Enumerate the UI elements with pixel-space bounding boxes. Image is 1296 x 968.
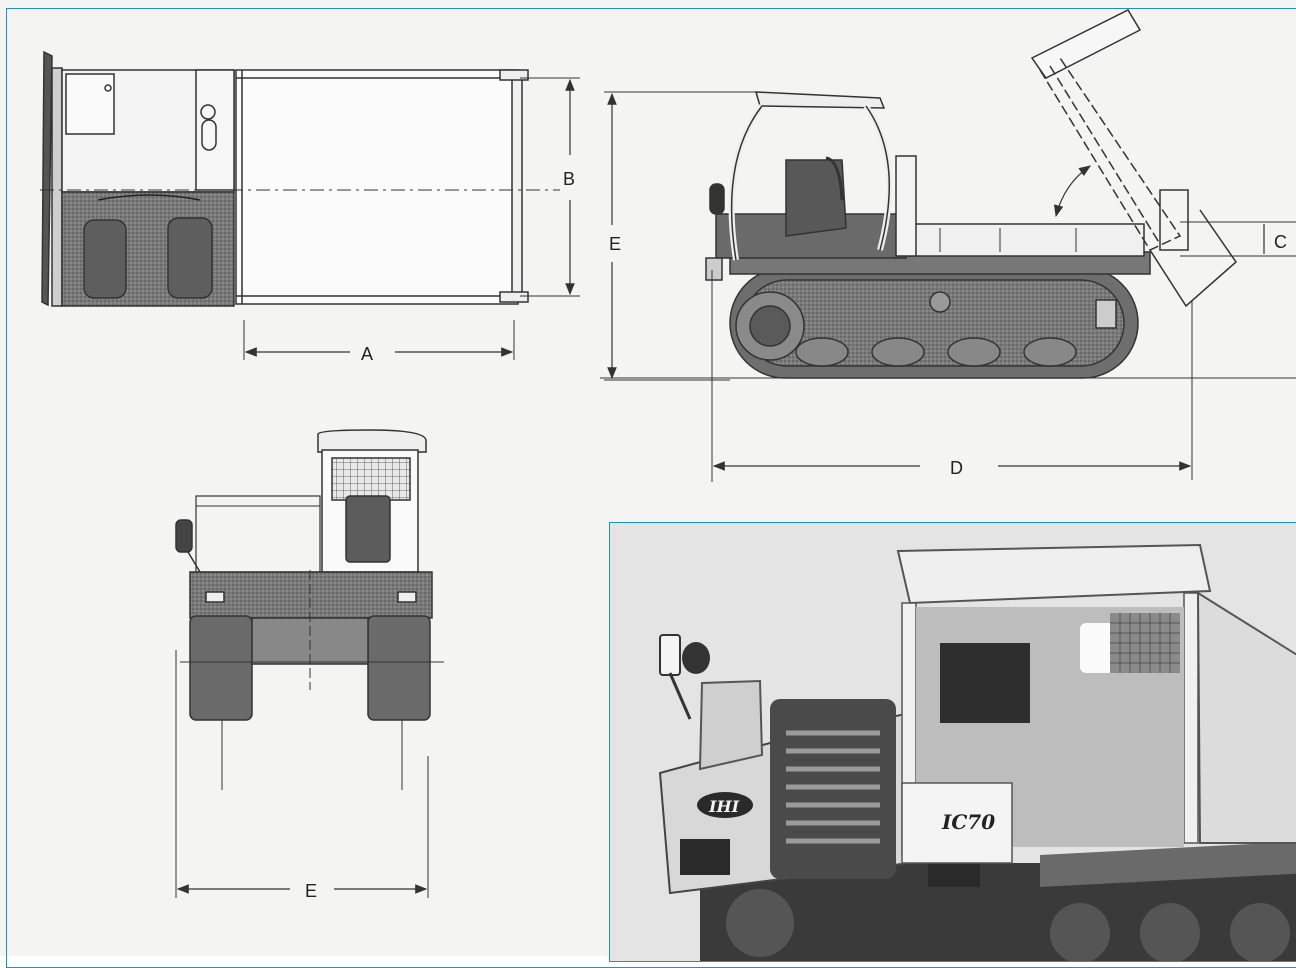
side-view-drawing	[600, 9, 1296, 379]
dimension-b	[520, 77, 580, 297]
dimension-c	[1180, 221, 1296, 257]
top-view-drawing	[40, 50, 560, 307]
brand-badge: IHI	[708, 797, 740, 816]
label-a: A	[361, 344, 373, 364]
label-b: B	[563, 169, 575, 189]
dimension-a	[243, 320, 515, 360]
label-e-side: E	[609, 234, 621, 254]
label-c: C	[1274, 232, 1287, 252]
label-e-front: E	[305, 881, 317, 901]
front-view-drawing	[175, 429, 444, 790]
dimension-d	[711, 270, 1193, 482]
dimension-e-front	[175, 650, 429, 898]
label-d: D	[950, 458, 963, 478]
dimension-e-side	[604, 91, 756, 381]
machine-photo: IHI IC70	[610, 523, 1296, 961]
model-badge: IC70	[941, 810, 995, 834]
machine-photo-panel: IHI IC70	[609, 522, 1296, 962]
